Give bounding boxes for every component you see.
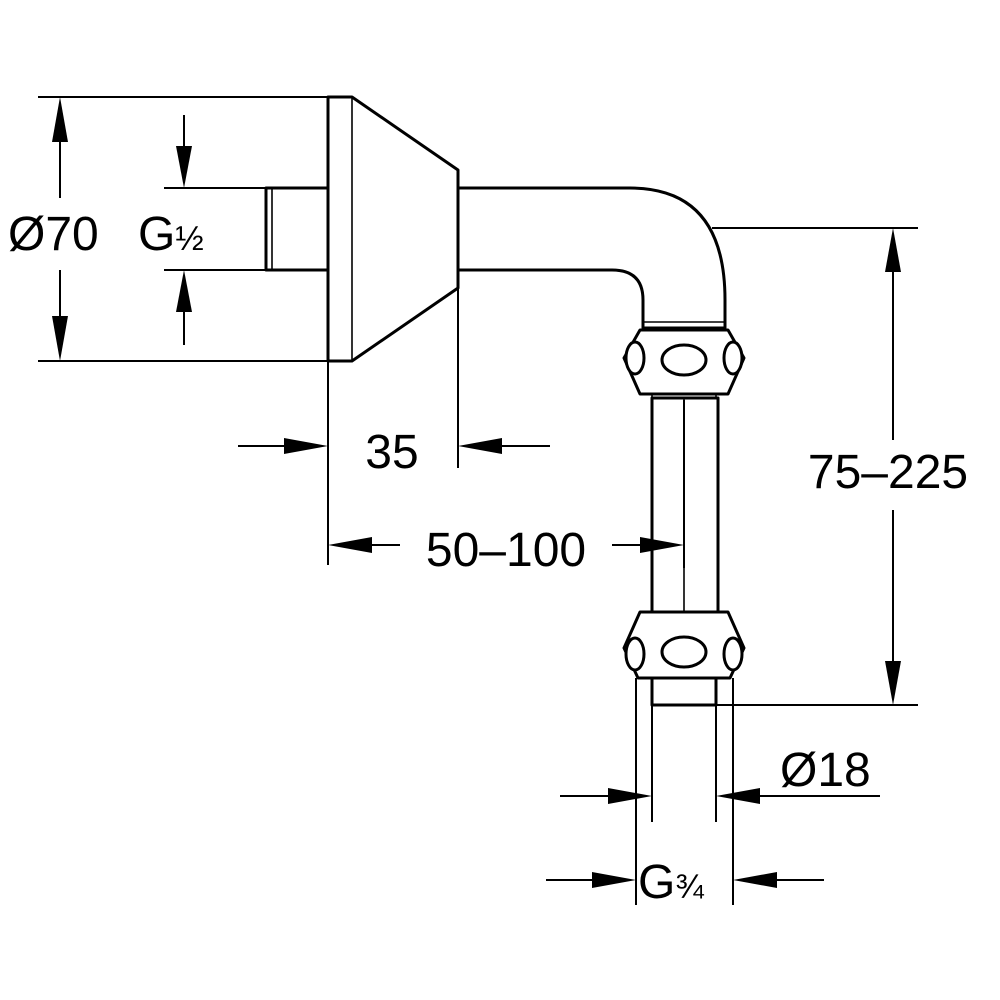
inlet-thread-fraction: ½ <box>175 220 203 258</box>
outlet-stub <box>650 676 718 707</box>
flange-depth-label: 35 <box>365 426 418 479</box>
dimension-diameter-18 <box>560 705 880 822</box>
dimension-35 <box>238 288 550 565</box>
dimension-inlet-thread <box>164 115 266 345</box>
upper-union-nut <box>622 328 746 400</box>
lower-union-nut <box>622 610 746 680</box>
inlet-thread-stub <box>264 186 330 272</box>
dimension-50-100 <box>328 400 685 568</box>
inlet-thread-label: G½ <box>138 208 204 261</box>
height-range-label: 75–225 <box>808 446 968 499</box>
pipe-diameter-label: Ø18 <box>780 744 871 797</box>
dimension-outlet-thread <box>546 678 824 905</box>
outlet-thread-fraction: ¾ <box>675 868 704 906</box>
flange-diameter-label: Ø70 <box>8 208 99 261</box>
dimension-75-225 <box>712 227 918 706</box>
dimension-diameter-70 <box>38 96 328 362</box>
wall-rosette <box>326 95 460 363</box>
outlet-thread-letter: G <box>638 856 675 909</box>
inlet-thread-letter: G <box>138 208 175 261</box>
elbow-arm <box>456 186 727 330</box>
outlet-thread-label: G¾ <box>638 856 704 909</box>
offset-range-label: 50–100 <box>426 524 586 577</box>
